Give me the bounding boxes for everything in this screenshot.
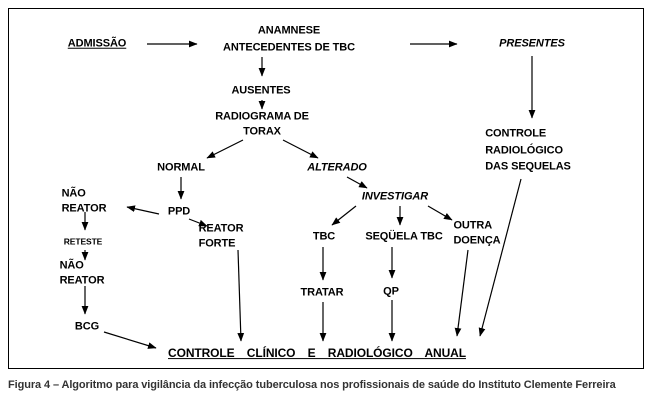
node-normal: NORMAL (157, 161, 205, 174)
node-ppd: PPD (167, 205, 191, 218)
node-anamnese: ANAMNESE ANTECEDENTES DE TBC (223, 24, 355, 54)
node-alterado: ALTERADO (307, 161, 367, 174)
node-nao-reator-2: NÃO REATOR (59, 259, 105, 286)
node-presentes: PRESENTES (499, 37, 565, 50)
node-bcg: BCG (74, 320, 100, 333)
node-nao-reator-1: NÃO REATOR (61, 187, 107, 214)
node-admissao: ADMISSÃO (67, 37, 127, 50)
node-tratar: TRATAR (300, 286, 344, 299)
node-reator-forte: REATOR FORTE (198, 222, 244, 249)
node-radiograma: RADIOGRAMA DE TORAX (215, 110, 309, 137)
node-tbc: TBC (312, 230, 336, 243)
node-controle-final: CONTROLE CLÍNICO E RADIOLÓGICO ANUAL (168, 346, 466, 361)
node-sequela-tbc: SEQÜELA TBC (365, 230, 443, 243)
node-outra-doenca: OUTRA DOENÇA (453, 219, 501, 246)
node-qp: QP (383, 285, 399, 298)
node-ausentes: AUSENTES (231, 84, 291, 97)
figure-caption: Figura 4 – Algoritmo para vigilância da … (8, 379, 616, 391)
diagram-frame (8, 8, 644, 369)
node-reteste: RETESTE (63, 236, 103, 247)
node-investigar: INVESTIGAR (361, 190, 429, 203)
node-controle-radiologico: CONTROLE RADIOLÓGICO DAS SEQUELAS (485, 127, 571, 173)
